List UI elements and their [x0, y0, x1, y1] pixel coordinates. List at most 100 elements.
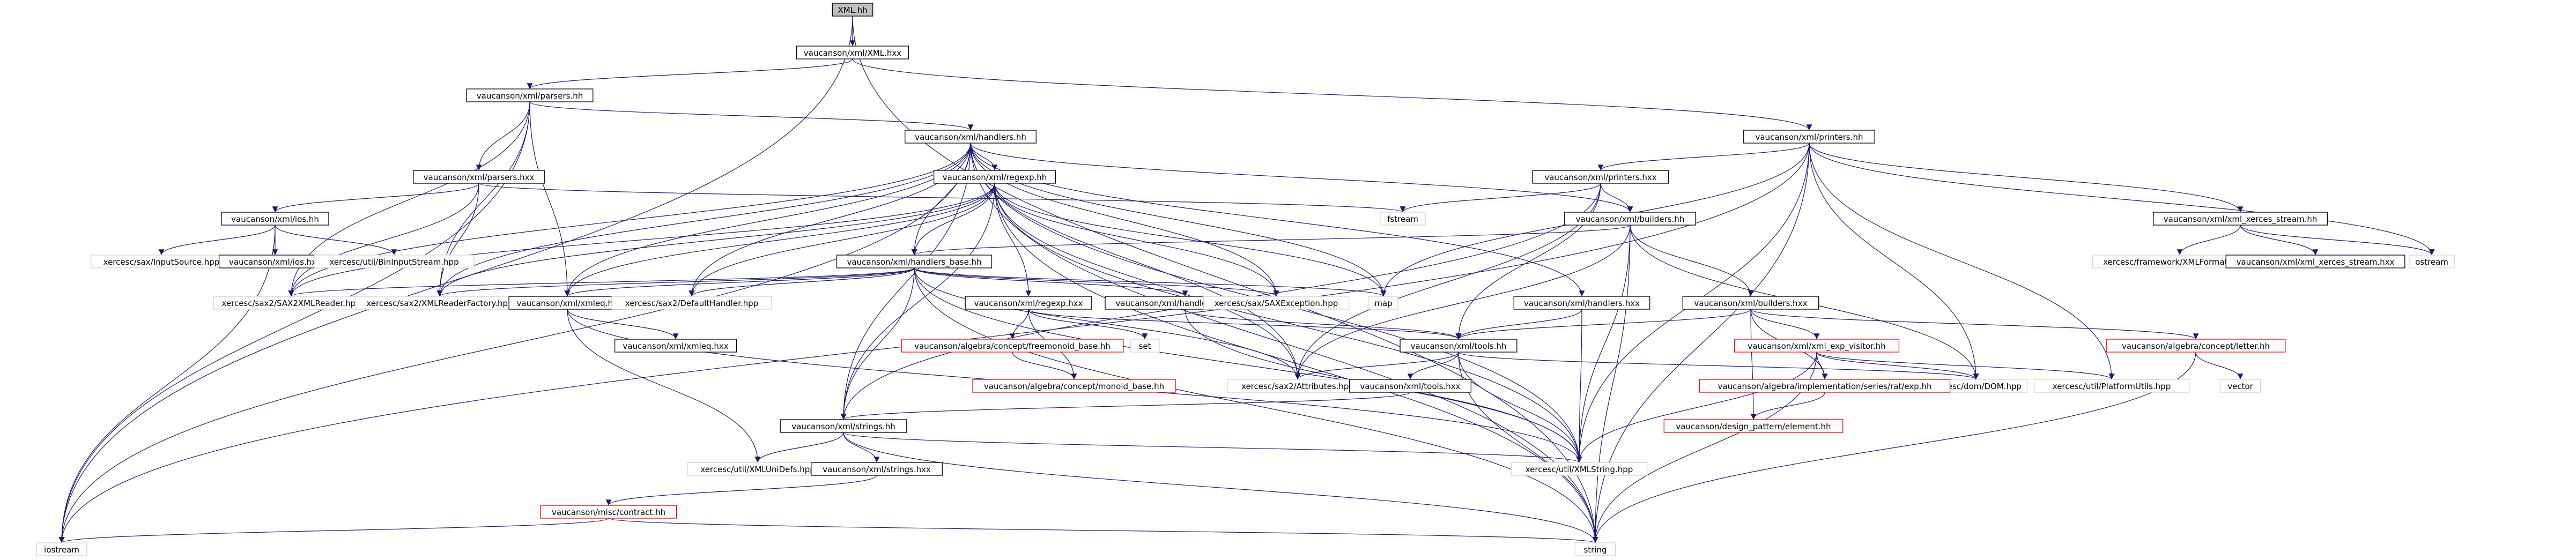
edge-regexp_hxx-to-set — [1028, 309, 1148, 340]
edge-handlers_hh-to-saxexception — [970, 143, 1279, 297]
node-vaucanson-xml-strings-hxx[interactable]: vaucanson/xml/strings.hxx — [811, 462, 943, 476]
edge-builders_hh-to-builders_hxx — [1630, 225, 1754, 297]
node-box — [2219, 379, 2261, 393]
edge-regexp_hh-to-handlers_base_hh — [911, 183, 995, 256]
node-box — [1532, 170, 1669, 184]
node-map: map — [1368, 296, 1398, 310]
node-fstream: fstream — [1380, 212, 1426, 226]
node-label: xercesc/sax/SAXException.hpp — [1215, 298, 1338, 308]
edge-regexp_hh-to-regexp_hxx — [994, 183, 1032, 297]
node-xercesc-sax2-sax2xmlreader-hpp: xercesc/sax2/SAX2XMLReader.hpp — [213, 296, 369, 310]
node-box — [1203, 296, 1350, 310]
node-box — [36, 542, 87, 556]
node-vaucanson-xml-handlers-base-hh[interactable]: vaucanson/xml/handlers_base.hh — [836, 255, 993, 268]
node-vaucanson-xml-xml-xerces-stream-hxx[interactable]: vaucanson/xml/xml_xerces_stream.hxx — [2225, 255, 2405, 268]
edge-xml_exp_visitor-to-xmlstring — [1576, 352, 1817, 463]
node-vaucanson-xml-parsers-hxx[interactable]: vaucanson/xml/parsers.hxx — [413, 170, 545, 184]
node-vaucanson-xml-builders-hxx[interactable]: vaucanson/xml/builders.hxx — [1682, 296, 1819, 310]
node-label: xercesc/sax2/Attributes.hpp — [1241, 382, 1354, 391]
node-vaucanson-xml-xml-xerces-stream-hh[interactable]: vaucanson/xml/xml_xerces_stream.hh — [2153, 212, 2328, 226]
edge-builders_hxx-to-pattern_element — [1750, 309, 1757, 420]
edge-regexp_hh-to-xmleq_hh — [564, 183, 995, 297]
node-label: vaucanson/xml/ios.hh — [231, 214, 319, 224]
node-box — [811, 462, 943, 476]
edge-letter_hh-to-vector — [2195, 352, 2244, 380]
node-label: vaucanson/algebra/concept/letter.hh — [2122, 341, 2270, 351]
edge-regexp_hxx-to-tools_hh — [1028, 309, 1462, 340]
node-vaucanson-algebra-concept-freemonoid-base-hh: vaucanson/algebra/concept/freemonoid_bas… — [901, 339, 1124, 353]
edge-handlers_hh-to-attributes — [970, 143, 1301, 380]
node-label: xercesc/sax2/DefaultHandler.hpp — [625, 298, 758, 308]
node-ostream: ostream — [2409, 255, 2455, 268]
node-vaucanson-xml-handlers-hh[interactable]: vaucanson/xml/handlers.hh — [905, 130, 1037, 144]
edge-xml_hh-to-string — [852, 16, 1598, 543]
edge-handlers_base_hh-to-saxexception — [914, 267, 1279, 297]
node-vaucanson-xml-handlers-hxx[interactable]: vaucanson/xml/handlers.hxx — [1513, 296, 1650, 310]
edge-handlers_base_hh-to-handlers_base_hxx — [914, 267, 1188, 297]
edge-parsers_hxx-to-xmlreaderfactory — [436, 183, 479, 297]
node-box — [218, 255, 332, 268]
node-vaucanson-xml-tools-hh[interactable]: vaucanson/xml/tools.hh — [1400, 339, 1518, 353]
edge-xerces_stream_hh-to-xerces_stream_hxx — [2240, 225, 2319, 256]
node-box — [354, 296, 525, 310]
node-vaucanson-xml-xmleq-hxx[interactable]: vaucanson/xml/xmleq.hxx — [615, 339, 737, 353]
node-label: xercesc/sax2/SAX2XMLReader.hpp — [221, 298, 360, 308]
node-vaucanson-xml-builders-hh[interactable]: vaucanson/xml/builders.hh — [1564, 212, 1696, 226]
node-box — [2033, 379, 2190, 393]
node-box — [2409, 255, 2455, 268]
node-label: vaucanson/xml/printers.hxx — [1544, 173, 1656, 182]
node-label: set — [1139, 341, 1151, 351]
node-label: map — [1374, 298, 1392, 308]
edge-ios_hh-to-bininputstream — [275, 225, 397, 256]
node-vaucanson-xml-parsers-hh[interactable]: vaucanson/xml/parsers.hh — [466, 88, 594, 102]
node-vaucanson-xml-tools-hxx[interactable]: vaucanson/xml/tools.hxx — [1349, 379, 1471, 393]
node-vaucanson-xml-xmleq-hh[interactable]: vaucanson/xml/xmleq.hh — [508, 296, 626, 310]
node-set: set — [1130, 339, 1160, 353]
node-vaucanson-xml-printers-hh[interactable]: vaucanson/xml/printers.hh — [1743, 130, 1875, 144]
node-label: vaucanson/xml/strings.hh — [791, 422, 895, 431]
edge-xml_hh-to-iostream — [58, 16, 853, 543]
edge-handlers_base_hh-to-defaulthandler — [689, 267, 915, 297]
node-box — [965, 296, 1092, 310]
node-box — [466, 88, 594, 102]
node-vaucanson-xml-regexp-hh[interactable]: vaucanson/xml/regexp.hh — [934, 170, 1056, 184]
edge-strings_hh-to-xmlunidefs — [754, 432, 844, 463]
node-label: xercesc/util/BinInputStream.hpp — [329, 257, 458, 267]
node-vaucanson-xml-regexp-hxx[interactable]: vaucanson/xml/regexp.hxx — [965, 296, 1092, 310]
nodes-layer: XML.hh vaucanson/xml/XML.hxx vaucanson/xml… — [36, 3, 2455, 556]
edge-builders_hxx-to-letter_hh — [1750, 309, 2199, 340]
edge-handlers_base_hh-to-attributes — [914, 267, 1301, 380]
edge-xml_exp_visitor-to-platformutils — [1816, 352, 2115, 380]
node-label: vector — [2227, 382, 2253, 391]
node-box — [1513, 296, 1650, 310]
node-vaucanson-xml-ios-hxx[interactable]: vaucanson/xml/ios.hxx — [218, 255, 332, 268]
edge-vauc_xml_hxx-to-printers_hh — [852, 58, 1812, 131]
node-label: vaucanson/xml/xmleq.hxx — [623, 341, 728, 351]
node-box — [1400, 339, 1518, 353]
edge-ios_hh-to-iostream — [58, 225, 276, 543]
node-label: xercesc/util/XMLUniDefs.hpp — [700, 465, 815, 474]
edge-xml_exp_visitor-to-series_exp — [1816, 352, 1828, 380]
edge-strings_hxx-to-contract_hh — [605, 475, 877, 506]
edge-handlers_base_hh-to-sax2xmlreader — [288, 267, 915, 297]
node-vaucanson-xml-ios-hh[interactable]: vaucanson/xml/ios.hh — [221, 212, 329, 226]
node-box — [836, 255, 993, 268]
node-label: xercesc/framework/XMLFormatter.hpp — [2103, 257, 2256, 267]
node-label: vaucanson/xml/strings.hxx — [823, 465, 931, 474]
edge-parsers_hh-to-xmleq_hh — [529, 101, 571, 297]
node-xml-hh[interactable]: XML.hh — [832, 3, 874, 17]
node-string: string — [1574, 542, 1616, 556]
node-label: vaucanson/xml/regexp.hxx — [974, 298, 1083, 308]
node-box — [780, 419, 907, 433]
node-label: vaucanson/xml/XML.hxx — [804, 48, 902, 58]
node-vaucanson-xml-printers-hxx[interactable]: vaucanson/xml/printers.hxx — [1532, 170, 1669, 184]
node-vaucanson-xml-xml-hxx[interactable]: vaucanson/xml/XML.hxx — [796, 46, 909, 59]
node-box — [314, 255, 475, 268]
node-label: vaucanson/algebra/implementation/series/… — [1718, 382, 1932, 391]
node-vaucanson-xml-strings-hh[interactable]: vaucanson/xml/strings.hh — [780, 419, 907, 433]
node-label: vaucanson/xml/tools.hh — [1411, 341, 1507, 351]
edge-handlers_hh-to-xmleq_hh — [564, 143, 971, 297]
edge-regexp_hh-to-xmlreaderfactory — [436, 183, 995, 297]
edge-printers_hh-to-dom — [1809, 143, 1979, 380]
edge-handlers_hh-to-sax2xmlreader — [288, 143, 971, 297]
